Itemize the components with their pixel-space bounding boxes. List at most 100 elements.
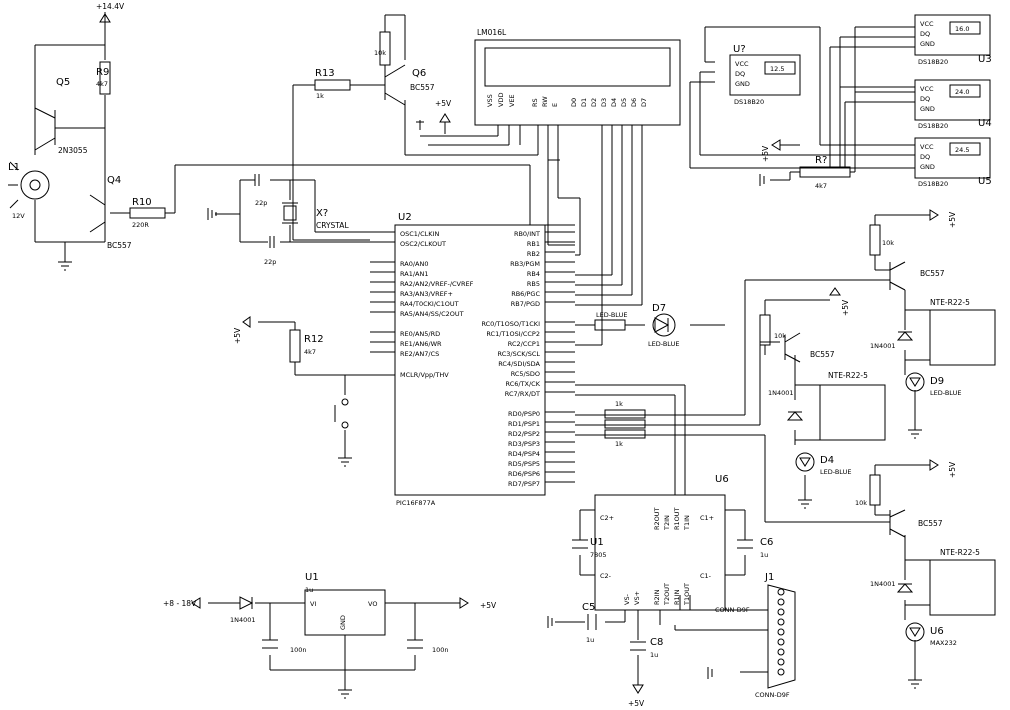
svg-text:R1IN: R1IN <box>673 589 681 605</box>
u4-ref: U4 <box>978 118 992 129</box>
relay3-label: NTE-R22-5 <box>940 548 980 557</box>
u5-ref: U5 <box>978 176 992 187</box>
svg-text:VCC: VCC <box>920 20 934 28</box>
c5-ref: C6 <box>760 537 773 548</box>
u2-value: PIC16F877A <box>396 499 436 507</box>
svg-text:RW: RW <box>541 96 549 107</box>
svg-text:RB1: RB1 <box>527 240 540 248</box>
svg-text:RE0/AN5/RD: RE0/AN5/RD <box>400 330 440 338</box>
ds-pin-labels: VCC DQ GND VCC DQ GND VCC DQ GND VCC DQ … <box>735 20 935 171</box>
u6-value: CONN-D9F <box>715 606 750 614</box>
svg-text:R2OUT: R2OUT <box>653 507 661 530</box>
power-arrow <box>632 684 644 694</box>
r-pullup-ref: R? <box>815 155 827 166</box>
q6-transistor <box>384 64 406 106</box>
svg-text:RS: RS <box>531 98 539 107</box>
d9-value: LED-BLUE <box>820 468 851 476</box>
svg-text:RA2/AN2/VREF-/CVREF: RA2/AN2/VREF-/CVREF <box>400 280 474 288</box>
led-d2 <box>905 372 925 392</box>
svg-text:RB6/PGC: RB6/PGC <box>511 290 540 298</box>
relay3-5v: +5V <box>948 461 957 478</box>
q5-value: 2N3055 <box>58 146 88 155</box>
max232-pin-labels: C2+ C2- C1+ C1- R2OUT T2IN R1OUT T1IN VS… <box>600 507 714 606</box>
relay1-transistor <box>889 261 906 291</box>
svg-text:RD2/PSP2: RD2/PSP2 <box>508 430 540 438</box>
q6-ref: Q6 <box>412 68 426 79</box>
q4-transistor <box>89 194 106 233</box>
svg-text:RD6/PSP6: RD6/PSP6 <box>508 470 540 478</box>
j1-ref: J1 <box>764 572 774 583</box>
svg-text:DQ: DQ <box>920 95 930 103</box>
c6-value: 7805 <box>590 551 607 559</box>
vi-label: VI <box>310 600 316 608</box>
c7-5v: +5V <box>628 699 645 708</box>
ground-symbol <box>338 689 352 699</box>
capacitor-c6 <box>572 539 588 549</box>
capacitor-c5 <box>737 539 753 549</box>
ds18b20-sensor <box>914 14 991 56</box>
relay1-diode-label: 1N4001 <box>870 342 896 350</box>
ground-symbol <box>547 616 553 628</box>
temp-value: 24.5 <box>955 146 969 154</box>
capacitor-22p <box>254 174 260 186</box>
svg-text:DQ: DQ <box>920 30 930 38</box>
svg-text:DS18B20: DS18B20 <box>918 180 948 188</box>
svg-text:RB0/INT: RB0/INT <box>514 230 540 238</box>
svg-text:D6: D6 <box>630 98 638 107</box>
ds18b20-sensor <box>914 137 991 179</box>
capacitor-c7 <box>630 641 646 651</box>
capacitor-100n <box>407 639 423 649</box>
r10-value: 220R <box>132 221 149 229</box>
r9-ref: R9 <box>96 67 109 78</box>
svg-text:RA1/AN1: RA1/AN1 <box>400 270 428 278</box>
svg-text:RB3/PGM: RB3/PGM <box>510 260 540 268</box>
resistor-470r-label: LED-BLUE <box>596 311 627 319</box>
relay2-r-value: 10k <box>774 332 786 340</box>
l1-ref: L1 <box>8 162 20 173</box>
resistor-bank <box>604 409 646 439</box>
r12-ref: R12 <box>304 334 324 345</box>
power-arrow <box>99 12 111 23</box>
wires <box>34 14 930 690</box>
svg-text:RA0/AN0: RA0/AN0 <box>400 260 428 268</box>
r9-value: 4k7 <box>96 80 108 88</box>
relay1-bc557: BC557 <box>920 269 945 278</box>
svg-text:T1OUT: T1OUT <box>683 583 691 606</box>
svg-text:GND: GND <box>920 40 935 48</box>
r10-resistor <box>129 207 166 219</box>
r-10k-resistor <box>379 31 391 66</box>
temp-display <box>949 84 981 98</box>
regulator-7805 <box>304 589 386 636</box>
c7-ref: C8 <box>650 637 663 648</box>
svg-text:RA5/AN4/SS/C2OUT: RA5/AN4/SS/C2OUT <box>400 310 464 318</box>
gnd-label: GND <box>339 615 347 630</box>
temp-value: 12.5 <box>770 65 784 73</box>
svg-text:D5: D5 <box>620 98 628 107</box>
svg-text:VCC: VCC <box>920 85 934 93</box>
svg-text:E: E <box>551 103 559 107</box>
r13-ref: R13 <box>315 68 335 79</box>
svg-text:RD0/PSP0: RD0/PSP0 <box>508 410 540 418</box>
q5-ref: Q5 <box>56 77 70 88</box>
led-d9 <box>795 452 815 472</box>
u-sensor-value: DS18B20 <box>734 98 764 106</box>
svg-text:R1OUT: R1OUT <box>673 507 681 530</box>
power-arrow <box>929 209 939 221</box>
relay2-diode-label: 1N4001 <box>768 389 794 397</box>
svg-text:VCC: VCC <box>735 60 749 68</box>
svg-text:D7: D7 <box>640 98 648 107</box>
temp-value: 24.0 <box>955 88 969 96</box>
relay2-transistor <box>784 332 801 363</box>
max232-chip <box>594 494 726 611</box>
resistor-470r <box>594 319 626 331</box>
c7-value: 1u <box>650 651 658 659</box>
pic-microcontroller <box>394 224 546 496</box>
svg-text:D1: D1 <box>580 98 588 107</box>
svg-text:RC1/T1OSI/CCP2: RC1/T1OSI/CCP2 <box>486 330 540 338</box>
svg-text:GND: GND <box>920 105 935 113</box>
q6-value: BC557 <box>410 83 435 92</box>
svg-text:C2-: C2- <box>600 572 612 580</box>
svg-text:RD7/PSP7: RD7/PSP7 <box>508 480 540 488</box>
pic-left-pins: OSC1/CLKIN OSC2/CLKOUT RA0/AN0 RA1/AN1 R… <box>400 230 474 379</box>
